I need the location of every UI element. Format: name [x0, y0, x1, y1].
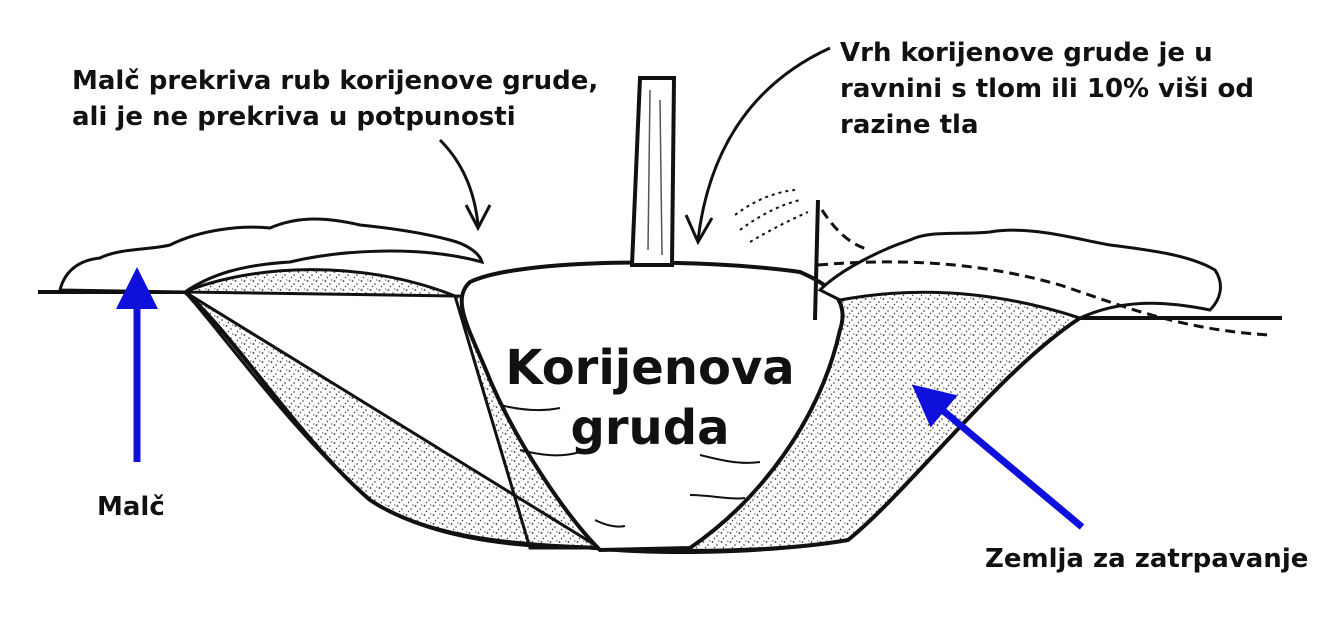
mulch-right [817, 228, 1222, 320]
tree-trunk [629, 76, 677, 267]
mulch-edge-note-line2: ali je ne prekriva u potpunosti [72, 102, 516, 132]
root-hairs [499, 404, 761, 528]
root-top-note-line1: Vrh korijenove grude je u [840, 38, 1213, 68]
root-top-pointer [696, 46, 831, 241]
mulch-left [58, 217, 485, 294]
root-ball [459, 260, 845, 553]
root-ball-label-line1: Korijenova [505, 340, 795, 396]
root-ball-label-line2: gruda [570, 400, 730, 456]
backfill-label: Zemlja za zatrpavanje [985, 544, 1309, 574]
mulch-label: Malč [97, 492, 165, 522]
root-top-note-line2: ravnini s tlom ili 10% viši od [840, 74, 1254, 104]
mulch-edge-pointer [438, 138, 480, 226]
root-top-note-line3: razine tla [840, 110, 979, 140]
backfill-arrow [911, 384, 1085, 530]
stake [813, 199, 820, 321]
mulch-edge-note-line1: Malč prekriva rub korijenove grude, [72, 66, 599, 96]
